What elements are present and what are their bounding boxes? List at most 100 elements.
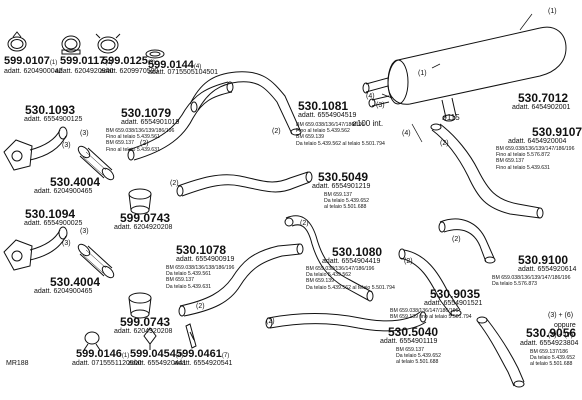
part-530-9107-note: BM 659.038/136/139/147/186/196 Fino al t… [496,146,575,171]
flex-hose-530-4004-top-icon [77,145,115,181]
bracket-599-0461-icon [185,323,197,349]
part-530-5049-number: 530.5049 [318,170,369,184]
part-530-5040-note: BM 659.137 Da telaio 5.439.652 al telaio… [396,347,441,366]
part-599-0454-adatt: adatt. 6554920441 [128,360,187,367]
part-599-0117-number: 599.0117(2) [60,55,113,67]
part-599-0107-number: 599.0107(1) [4,55,58,67]
part-530-9107-adatt: adatt. 6454920004 [508,138,567,145]
clamp-599-0146-icon [83,331,101,351]
callout-2-5049: (2) [170,180,179,187]
part-530-4004-bottom-number: 530.4004 [50,275,101,289]
pipe-530-1081-icon [189,71,302,136]
callout-2-9035: (2) [404,258,413,265]
clamp-599-0125-icon [95,33,121,54]
part-530-5049-adatt: adatt. 6554901219 [312,183,371,190]
pipe-530-9035-icon [398,248,462,317]
part-530-5049-note: BM 659.137 Da telaio 5.439.652 al telaio… [324,192,369,211]
clamp-599-0107-icon [7,31,27,52]
part-530-4004-top-number: 530.4004 [50,175,101,189]
part-530-1080-number: 530.1080 [332,245,383,259]
part-530-1094-adatt: adatt. 6554900025 [24,220,83,227]
part-599-0146-number: 599.0146(1) [76,348,130,360]
part-530-1081-number: 530.1081 [298,99,349,113]
part-599-0743-bottom-adatt: adatt. 6204920208 [114,328,173,335]
callout-3-inlet: (3) [376,102,385,109]
callout-1-muffler: (1) [548,8,557,15]
part-530-9035-adatt: adatt. 6554901521 [424,300,483,307]
part-599-0146-adatt: adatt. 0715551120500 [72,360,142,367]
diameter-115-label: ø115 [442,113,460,122]
part-599-0454-number: 599.0454(4) [130,348,184,360]
part-530-4004-bottom-adatt: adatt. 6204900465 [34,288,93,295]
callout-2-1081: (2) [272,128,281,135]
part-599-0461-number: 599.0461(7) [176,348,230,360]
pipe-530-1079-icon [127,81,234,161]
tailpipe-530-9056-icon [476,316,525,388]
callout-oppure: oppure [554,322,576,329]
part-530-1081-note: BM 659.038/136/147/186/196 Fino al telai… [296,122,385,147]
pipe-530-1078-icon [178,243,304,317]
callout-3-plus-7: (3) + (7) [548,332,574,339]
clamp-599-0117-icon [61,35,81,55]
part-530-9100-number: 530.9100 [518,253,569,267]
callout-3-d: (3) [80,228,89,235]
tailpipe-530-9100-icon [438,218,496,264]
manifold-pipe-530-1094-icon [3,226,68,271]
muffler-530-7012-icon [362,26,567,122]
part-530-9100-adatt: adatt. 6554920614 [518,266,577,273]
callout-3-b: (3) [80,130,89,137]
tailpipe-530-9107-icon [430,123,544,219]
part-530-9035-number: 530.9035 [430,287,481,301]
pipe-530-1080-icon [284,215,374,302]
part-530-1078-number: 530.1078 [176,243,227,257]
callout-3-c: (3) [62,240,71,247]
part-530-1079-note: BM 659.038/136/139/186/196 Fino al telai… [106,128,175,153]
pipe-530-5040-icon [265,311,427,332]
callout-2-1078: (2) [196,303,205,310]
part-530-5040-adatt: adatt. 6554901119 [380,338,438,345]
callout-4-outlet: (4) [402,130,411,137]
sleeve-599-0743-top-icon [128,188,152,215]
part-599-0461-adatt: adatt. 6554920541 [174,360,233,367]
part-530-9056-note: BM 659.137/186 Da telaio 5.439.652 al te… [530,349,575,368]
part-599-0117-adatt: adatt. 6204920940 [55,68,114,75]
part-530-1080-adatt: adatt. 6554904419 [322,258,381,265]
part-530-1078-note: BM 659.038/136/138/186/196 Da telaio 5.4… [166,265,235,290]
part-530-1078-adatt: adatt. 6554900919 [176,256,235,263]
flex-hose-530-4004-bottom-icon [77,243,115,279]
callout-3-plus-6: (3) + (6) [548,312,574,319]
callout-2-5040: (2) [266,318,275,325]
part-530-5040-number: 530.5040 [388,325,439,339]
part-530-9035-note: BM 659.038/136/147/186/196 BM 659.139 fi… [390,308,472,321]
manifold-pipe-530-1093-icon [3,126,68,171]
diameter-100-label: ø100 int. [352,119,384,128]
bracket-599-0454-icon [143,327,157,350]
part-599-0107-adatt: adatt. 6204900042 [4,68,63,75]
part-530-7012-number: 530.7012 [518,91,569,105]
callout-3-a: (3) [62,142,71,149]
callout-2-9100: (2) [452,236,461,243]
part-530-9056-number: 530.9056 [526,326,577,340]
part-530-1079-number: 530.1079 [121,106,172,120]
part-599-0743-top-adatt: adatt. 6204920208 [114,224,173,231]
callout-4-inlet: (4) [366,93,375,100]
part-530-1081-adatt: adatt. 6554904519 [298,112,357,119]
part-599-0743-top-number: 599.0743 [120,211,171,225]
part-530-1079-adatt: adatt. 6554901019 [121,119,180,126]
sleeve-599-0743-bottom-icon [128,292,152,319]
callout-2-1079: (2) [140,140,149,147]
part-530-1080-note: BM 659.038/136/147/186/196 Da telaio 5.4… [306,266,395,291]
callout-2-1080: (2) [300,220,309,227]
part-599-0125-adatt: adatt. 6209970590 [100,68,159,75]
part-599-0144-number: 599.0144(4) [148,59,202,71]
pipe-530-5049-icon [176,171,313,197]
part-599-0144-adatt: adatt. 0715505104501 [148,69,219,76]
part-530-7012-adatt: adatt. 6454902001 [512,104,571,111]
part-599-0125-number: 599.0125(3) [102,55,156,67]
callout-1-inlet: (1) [418,70,427,77]
part-530-9056-adatt: adatt. 6554923804 [520,340,579,347]
part-530-9107-number: 530.9107 [532,125,582,139]
part-530-1093-number: 530.1093 [25,103,76,117]
